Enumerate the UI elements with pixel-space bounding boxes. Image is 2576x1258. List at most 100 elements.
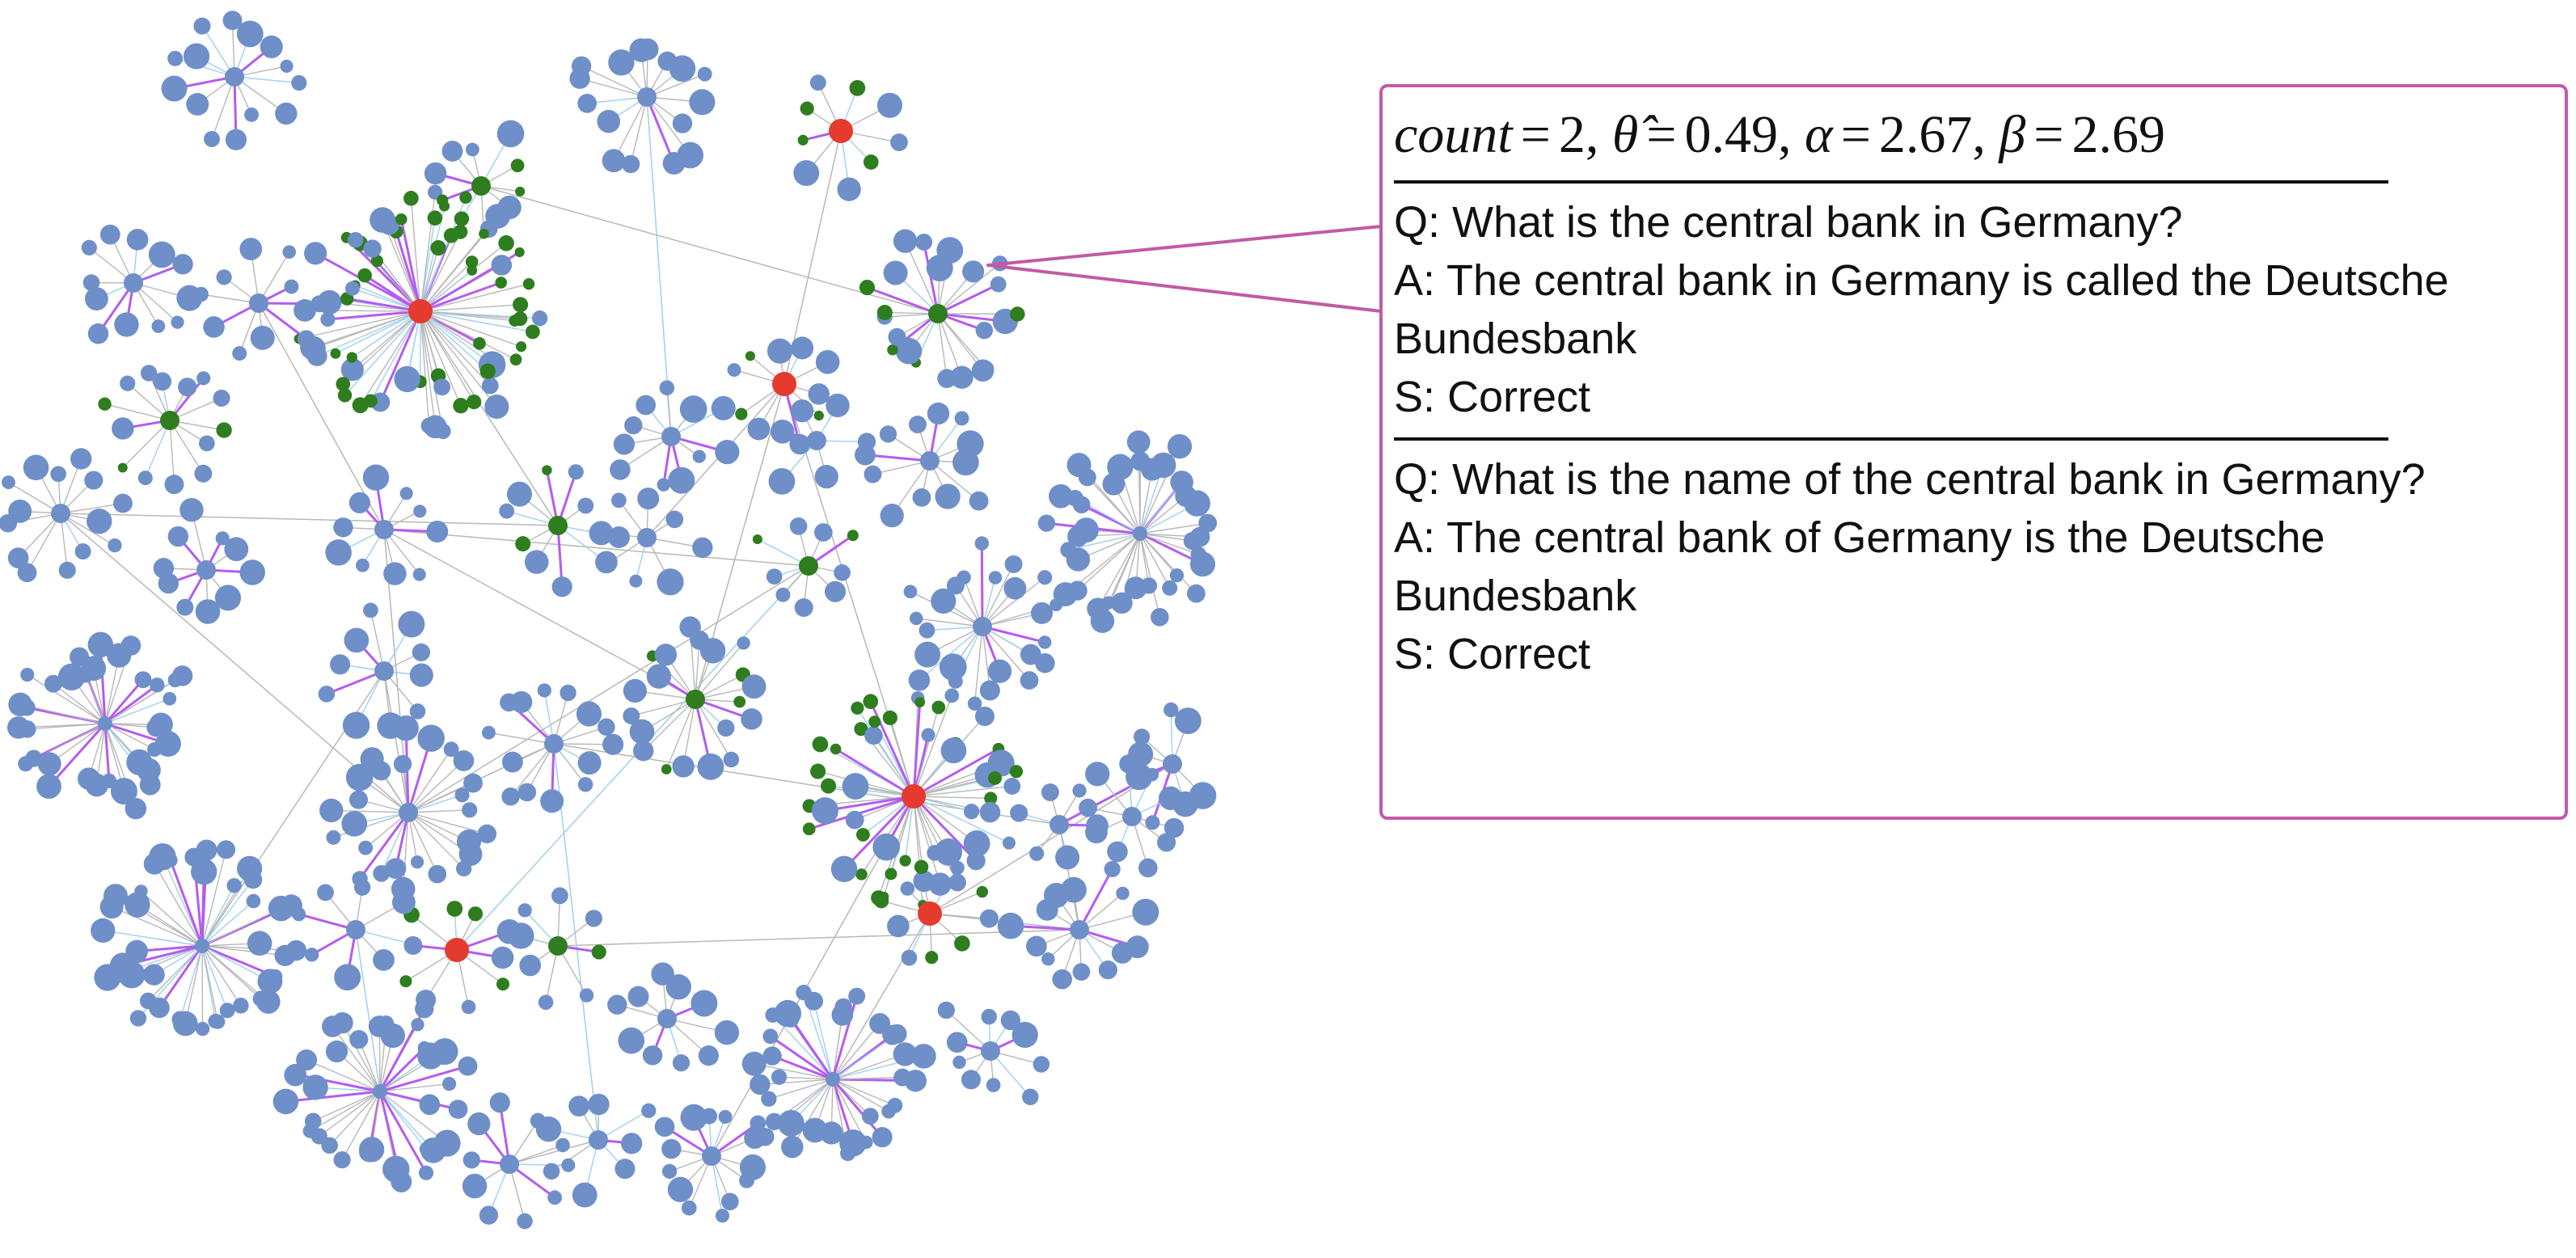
graph-node	[412, 643, 431, 662]
graph-node	[845, 810, 864, 830]
graph-node	[430, 240, 446, 256]
graph-node	[963, 804, 980, 820]
graph-edge	[201, 907, 281, 947]
graph-edge	[60, 513, 409, 813]
graph-node	[500, 1155, 519, 1174]
graph-node	[1150, 452, 1176, 479]
graph-edge	[378, 1091, 428, 1174]
graph-node	[496, 120, 525, 148]
graph-edge	[856, 707, 914, 797]
graph-node	[849, 79, 866, 96]
graph-node	[1003, 778, 1021, 795]
graph-node	[931, 588, 956, 614]
graph-node	[555, 1138, 570, 1153]
graph-node	[1126, 430, 1151, 454]
graph-node	[967, 696, 982, 711]
graph-node	[1055, 845, 1080, 870]
graph-node	[467, 906, 484, 922]
graph-node	[1104, 860, 1121, 878]
graph-node	[453, 398, 469, 414]
graph-node	[911, 1044, 936, 1069]
graph-edge	[332, 1026, 381, 1092]
graph-node	[87, 509, 112, 534]
graph-node	[317, 884, 334, 901]
graph-node	[937, 1001, 955, 1019]
graph-node	[1167, 433, 1193, 459]
graph-node	[551, 887, 568, 905]
graph-node	[479, 228, 489, 239]
graph-node	[928, 304, 948, 323]
graph-node	[287, 1065, 306, 1085]
graph-node	[462, 1173, 488, 1199]
graph-node	[810, 763, 826, 779]
graph-node	[741, 674, 766, 699]
graph-node	[739, 1172, 754, 1188]
graph-edge	[929, 460, 980, 502]
graph-node	[614, 1159, 636, 1180]
graph-edge	[913, 796, 958, 883]
graph-edge	[556, 525, 564, 587]
graph-edge	[982, 576, 1045, 627]
graph-edge	[904, 240, 939, 314]
graph-node	[1183, 531, 1202, 551]
graph-node	[797, 134, 809, 146]
graph-node	[479, 1205, 499, 1225]
graph-node	[443, 741, 459, 758]
graph-edge	[420, 304, 521, 312]
graph-edge	[408, 565, 809, 813]
graph-node	[851, 701, 864, 715]
graph-node	[524, 550, 549, 574]
graph-edge	[913, 695, 952, 797]
graph-edge	[982, 626, 1030, 682]
graph-node	[153, 558, 175, 579]
graph-edge	[754, 1063, 834, 1080]
graph-node	[888, 327, 906, 346]
graph-node	[1198, 513, 1218, 533]
graph-node	[1000, 1010, 1021, 1031]
graph-edge	[1121, 533, 1141, 604]
graph-edge	[346, 298, 421, 313]
graph-node	[477, 824, 497, 844]
graph-node	[885, 868, 897, 880]
qa-entry-2: Q: What is the name of the central bank …	[1394, 450, 2565, 683]
graph-node	[210, 1014, 226, 1029]
graph-node	[568, 1095, 590, 1117]
graph-node	[774, 999, 802, 1028]
divider	[1394, 437, 2388, 441]
graph-node	[411, 1018, 424, 1032]
graph-node	[413, 504, 427, 518]
graph-node	[293, 299, 316, 322]
graph-edge	[711, 1155, 724, 1216]
graph-node	[777, 1109, 804, 1137]
graph-node	[1078, 468, 1096, 487]
graph-edge	[832, 913, 931, 1080]
graph-node	[901, 949, 918, 966]
graph-node	[876, 92, 903, 118]
graph-node	[979, 680, 1000, 701]
graph-node	[698, 1045, 720, 1066]
graph-node	[348, 492, 371, 513]
graph-node	[454, 211, 470, 226]
graph-node	[409, 703, 426, 720]
graph-node	[448, 1100, 468, 1119]
graph-edge	[103, 678, 145, 724]
graph-node	[665, 974, 691, 1000]
graph-node	[961, 1070, 982, 1090]
graph-node	[854, 722, 868, 737]
graph-edge	[982, 625, 1045, 644]
graph-node	[441, 1077, 457, 1091]
graph-node	[252, 990, 269, 1007]
graph-edge	[832, 1079, 896, 1106]
graph-node	[794, 597, 813, 618]
graph-node	[479, 363, 496, 379]
graph-node	[790, 399, 814, 423]
graph-node	[374, 661, 394, 681]
graph-node	[125, 892, 150, 918]
graph-edge	[695, 640, 700, 700]
graph-node	[948, 873, 966, 892]
graph-node	[81, 239, 97, 255]
graph-node	[454, 787, 470, 803]
graph-edge	[645, 96, 675, 164]
graph-node	[497, 195, 522, 220]
graph-node	[918, 901, 942, 926]
